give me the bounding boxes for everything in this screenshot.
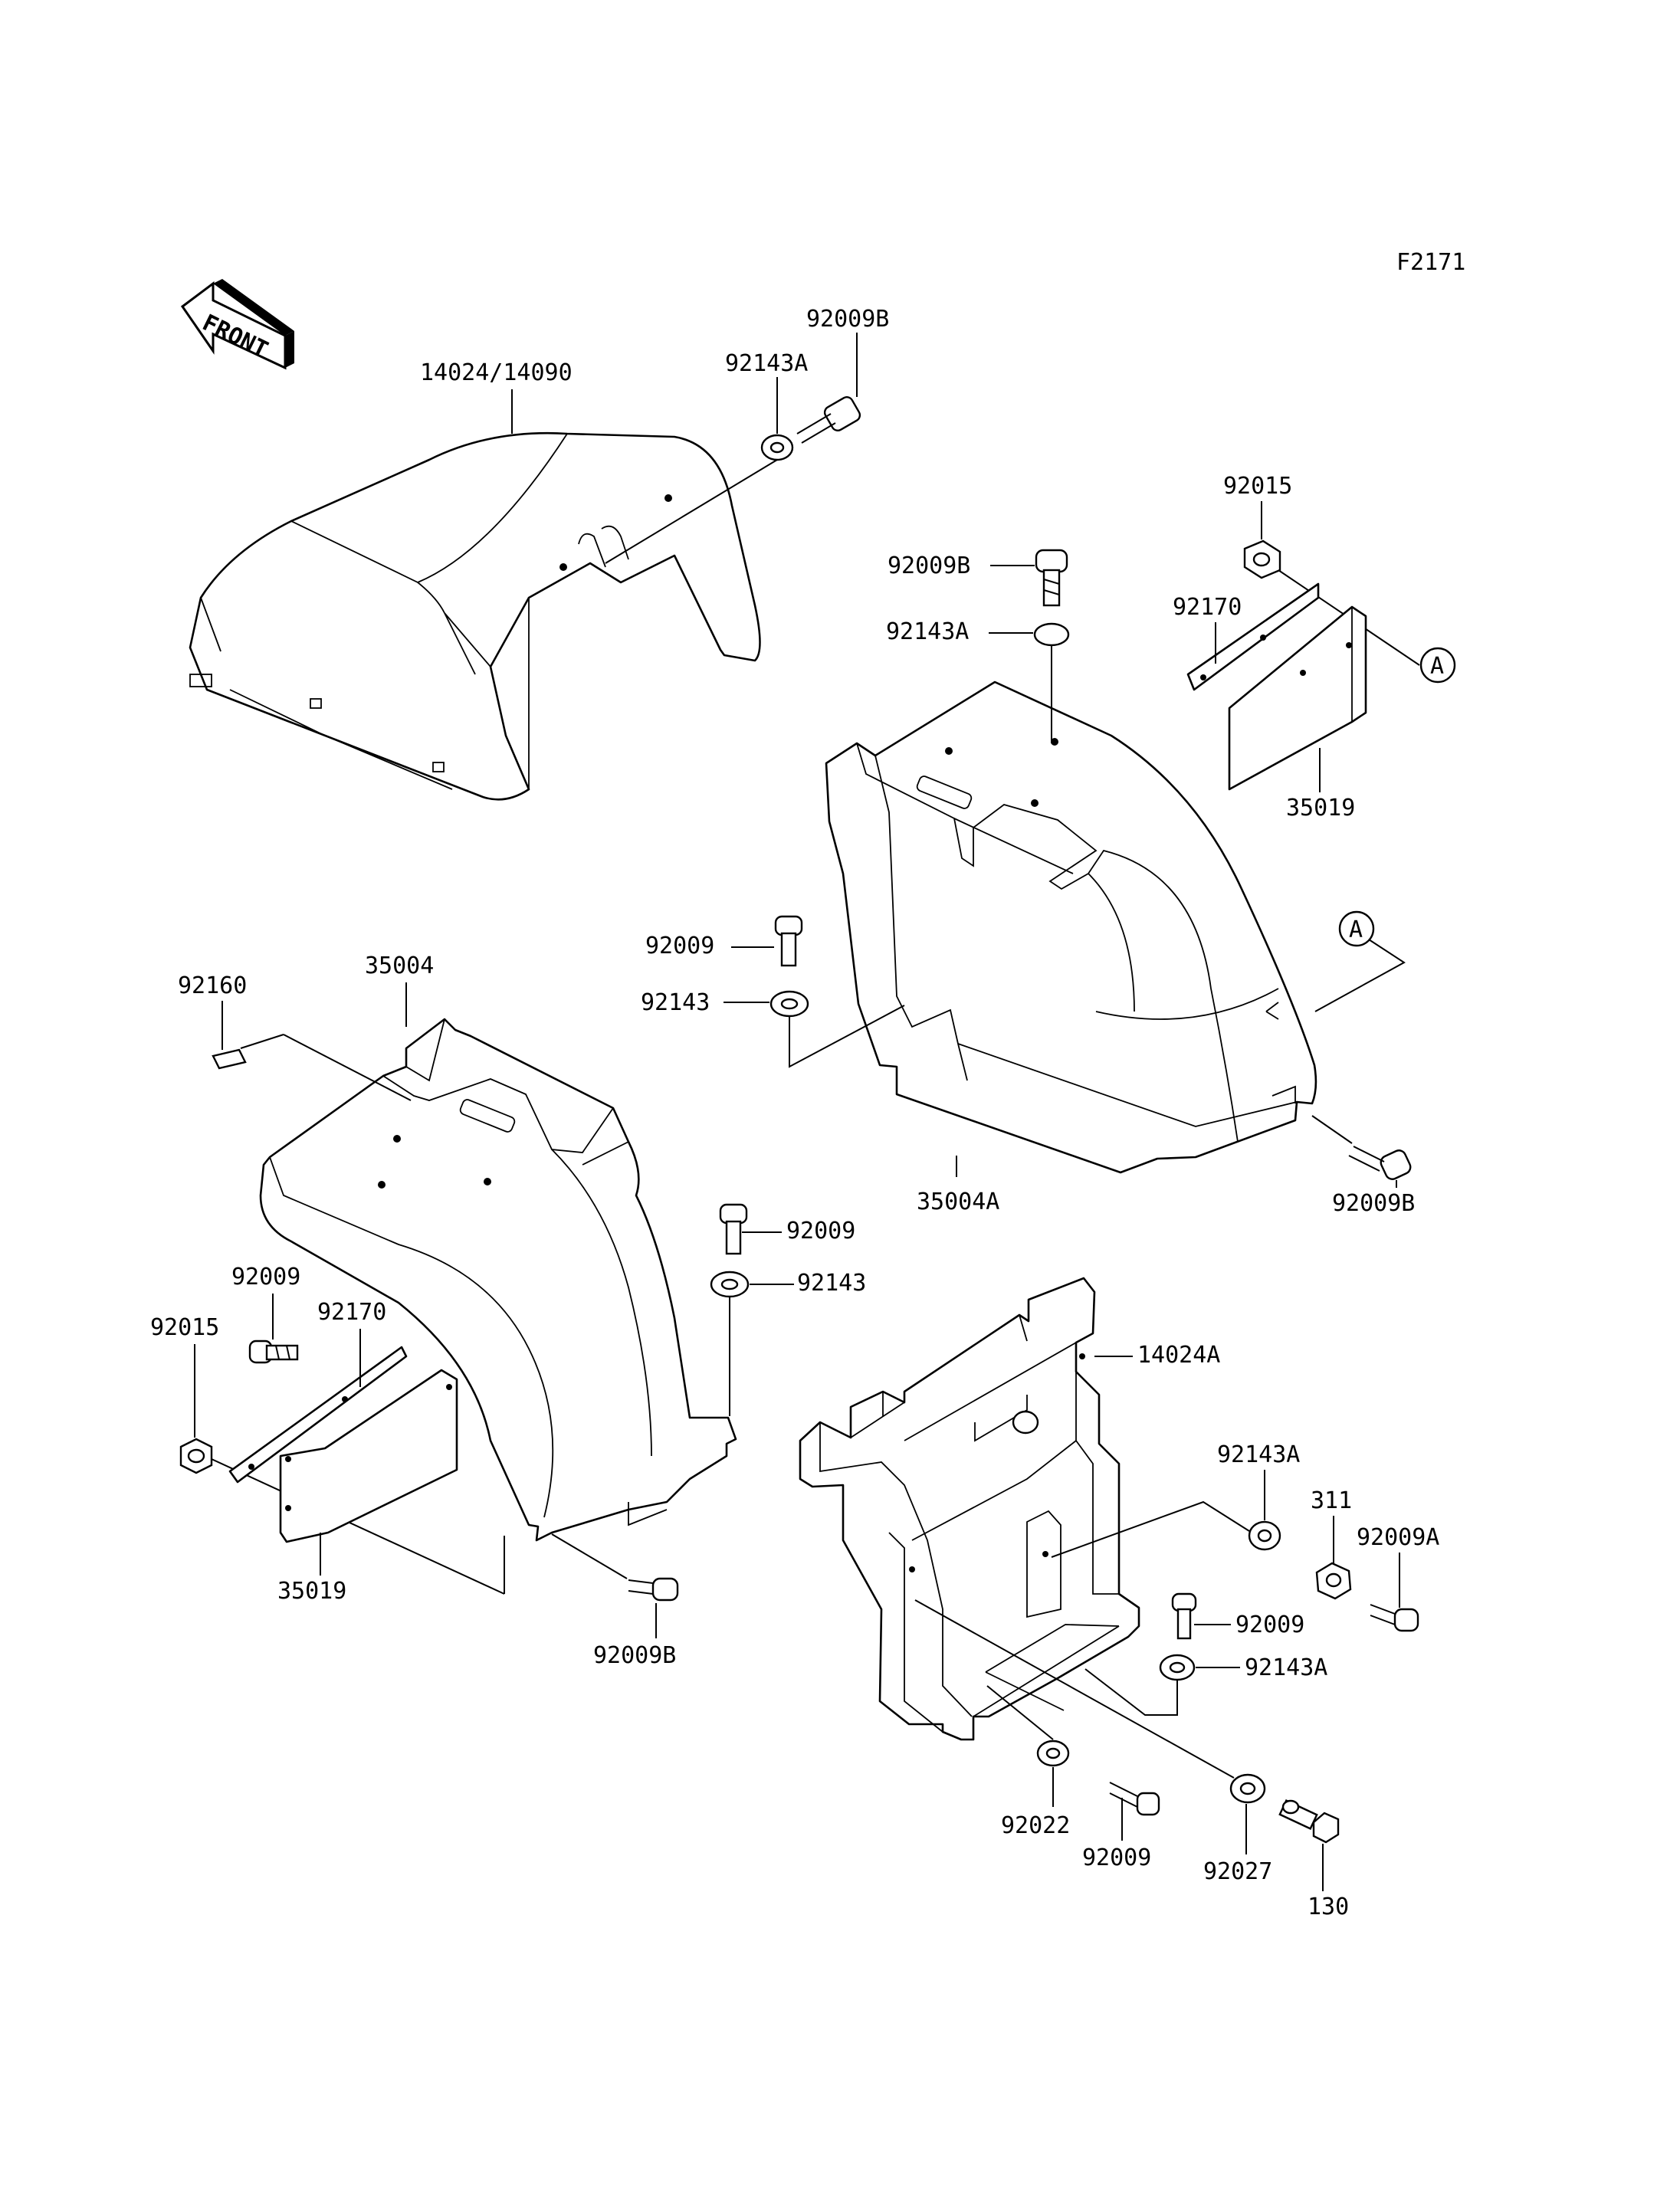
- bolt-icon: [628, 1577, 679, 1602]
- reference-label-A: A: [1430, 653, 1444, 680]
- figure-code: F2171: [1396, 249, 1465, 276]
- callout-92143-mid: 92143: [641, 989, 710, 1016]
- callout-92015-left: 92015: [150, 1314, 219, 1341]
- callout-92143A-bottom: 92143A: [1245, 1654, 1327, 1681]
- callout-92143A-top: 92143A: [725, 350, 808, 377]
- bracket-92170-left: [228, 1346, 408, 1484]
- fender-35004: [259, 1018, 737, 1542]
- reference-marker-A: [1419, 647, 1456, 684]
- bolt-icon: [1035, 549, 1068, 607]
- callout-92143A-mid: 92143A: [886, 618, 969, 645]
- bolt-icon: [1278, 1799, 1340, 1844]
- callout-130: 130: [1308, 1894, 1349, 1920]
- callout-92009B-top: 92009B: [806, 306, 889, 333]
- bolt-icon: [1348, 1146, 1412, 1180]
- callout-92009-left: 92009: [231, 1264, 300, 1290]
- callout-92009-mid: 92009: [645, 933, 714, 959]
- grommet-icon: [1033, 622, 1070, 647]
- callout-14024A: 14024A: [1137, 1342, 1220, 1369]
- mudflap-35019-left: [279, 1369, 458, 1543]
- fender-35004A: [825, 680, 1317, 1174]
- mudflap-35019-right: [1228, 605, 1367, 791]
- callout-92170-left: 92170: [317, 1299, 386, 1326]
- callout-92143-center: 92143: [797, 1270, 866, 1297]
- callout-35019-right: 35019: [1286, 795, 1355, 821]
- callout-35004A: 35004A: [917, 1189, 999, 1215]
- callout-92022: 92022: [1001, 1812, 1070, 1839]
- reference-label-A: A: [1349, 917, 1363, 943]
- bolt-icon: [796, 396, 861, 444]
- callout-92015-right: 92015: [1223, 473, 1292, 500]
- callout-35019-left: 35019: [277, 1578, 346, 1605]
- nut-icon: [1315, 1562, 1352, 1600]
- guard-14024A: [799, 1277, 1140, 1741]
- callout-92009-lower: 92009: [1235, 1612, 1304, 1638]
- callout-92009-center: 92009: [786, 1218, 855, 1244]
- nut-icon: [1243, 539, 1281, 579]
- bolt-icon: [1171, 1592, 1197, 1640]
- callout-92009A: 92009A: [1357, 1524, 1439, 1551]
- callout-311: 311: [1311, 1487, 1352, 1514]
- callout-92143A-lower: 92143A: [1217, 1441, 1300, 1468]
- bolt-icon: [719, 1203, 748, 1255]
- label-92160-icon: [212, 1048, 247, 1070]
- front-cover-14024-14090: [189, 431, 761, 801]
- nut-icon: [179, 1438, 213, 1474]
- callout-92009-bottom: 92009: [1082, 1844, 1151, 1871]
- callout-92009B-bottom: 92009B: [593, 1642, 676, 1669]
- bracket-92170-right: [1186, 582, 1320, 691]
- bolt-icon: [774, 915, 803, 967]
- callout-92009B-right: 92009B: [1332, 1190, 1415, 1217]
- callout-35004: 35004: [365, 953, 434, 979]
- bolt-icon: [248, 1340, 299, 1364]
- callout-14024-14090: 14024/14090: [420, 359, 573, 386]
- callout-92160: 92160: [178, 972, 247, 999]
- callout-92009B-mid: 92009B: [888, 553, 970, 579]
- front-arrow-icon: FRONT: [180, 279, 294, 370]
- reference-marker-A: [1338, 910, 1375, 947]
- callout-92170-right: 92170: [1173, 594, 1242, 621]
- callout-92027: 92027: [1203, 1858, 1272, 1885]
- bolt-icon: [1370, 1604, 1419, 1632]
- bolt-icon: [1109, 1782, 1160, 1816]
